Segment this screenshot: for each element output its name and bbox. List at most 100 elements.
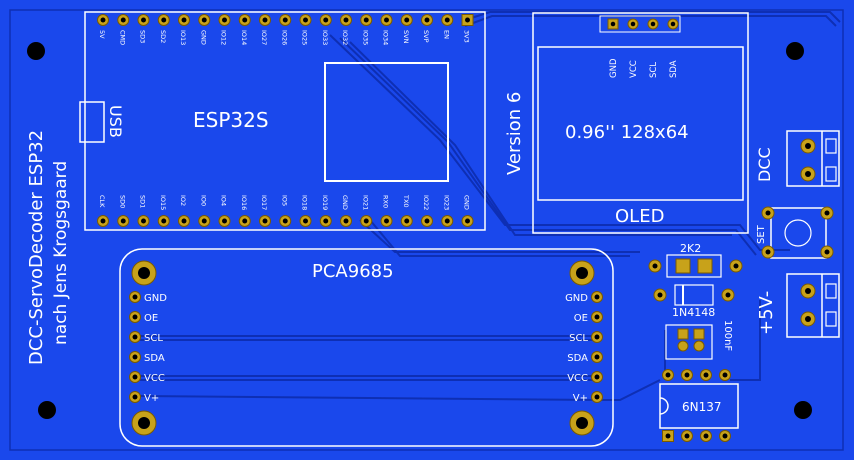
pca-pin-label: GND (144, 293, 167, 304)
esp32-pin-pad (218, 215, 231, 227)
esp32-pin-label: 3V3 (463, 30, 471, 43)
oled-size-label: 0.96'' 128x64 (565, 122, 689, 143)
esp32-pin-label: IO13 (179, 30, 187, 45)
esp32-pin-label: SVN (402, 30, 410, 44)
esp32-pin-pad (421, 14, 433, 26)
esp32-pin-pad (137, 215, 150, 227)
traces (139, 11, 841, 401)
esp32-pin-label: IO17 (260, 195, 268, 210)
oled-pin-pad (607, 18, 619, 30)
pca-pin-pad (591, 351, 603, 363)
pca9685-outline (119, 248, 614, 447)
set-label: SET (756, 224, 767, 244)
esp32-shield (324, 62, 449, 182)
esp32-pin-pad (97, 215, 109, 227)
pca-pin-pad (591, 291, 603, 303)
esp32-pin-label: SD3 (139, 30, 147, 43)
version-label: Version 6 (504, 92, 525, 175)
esp32-pin-label: IO18 (301, 195, 309, 210)
esp32-outline (84, 11, 486, 231)
oled-name: OLED (615, 206, 664, 227)
oled-pin-pad (667, 18, 679, 30)
esp32-pin-pad (238, 14, 251, 26)
esp32-pin-label: IO34 (382, 30, 390, 45)
resistor: 2K2 (648, 242, 743, 278)
esp32-pin-label: SVP (422, 30, 430, 43)
esp32-pin-pad (259, 14, 271, 26)
pca-pin-pad (129, 331, 141, 343)
esp32-pin-label: GND (463, 195, 471, 210)
esp32-pin-label: SD1 (139, 195, 147, 208)
oled-pin-label: GND (609, 58, 619, 78)
esp32-pin-pad (198, 14, 211, 26)
esp32-pin-pad (360, 14, 373, 26)
esp32-pin-label: CMD (118, 30, 126, 45)
esp32-pin-pad (380, 14, 393, 26)
esp32-pin-pad (340, 215, 352, 227)
opto-pin-pad (719, 430, 731, 442)
esp32-pin-label: IO12 (220, 30, 228, 45)
set-button[interactable]: SET (756, 206, 834, 259)
board-title-line2: nach Jens Krogsgaard (51, 161, 71, 345)
esp32-pin-pad (178, 14, 190, 26)
esp32-pin-pad (117, 215, 130, 227)
pca-pin-label: VCC (567, 373, 588, 384)
esp32-pin-pad (441, 215, 454, 227)
esp32-pin-pad (400, 215, 413, 227)
esp32-pin-pad (198, 215, 211, 227)
oled-pin-header (599, 15, 681, 33)
esp32-pin-pad (461, 215, 474, 227)
power-label: +5V- (756, 291, 777, 335)
pca-pin-label: V+ (573, 393, 588, 404)
esp32-pin-pad (178, 215, 190, 227)
esp32-pin-label: IO5 (280, 195, 288, 206)
esp32-pin-pad (259, 215, 271, 227)
opto-pin-pad (719, 369, 731, 381)
esp32-pin-pad (97, 14, 109, 26)
oled-pin-pad (647, 18, 659, 30)
esp32-pin-pad (157, 215, 170, 227)
esp32-name: ESP32S (193, 108, 269, 132)
oled-outline (532, 12, 749, 234)
esp32-pin-label: IO16 (240, 195, 248, 210)
board-outline (9, 9, 844, 451)
pca-pin-pad (129, 351, 141, 363)
esp32-pin-pad (319, 14, 332, 26)
esp32-pin-label: IO25 (301, 30, 309, 45)
usb-label: USB (106, 105, 125, 138)
opto-pin-pad (700, 430, 712, 442)
esp32-pin-pad (238, 215, 251, 227)
esp32-pin-label: IO19 (321, 195, 329, 210)
esp32-pin-label: IO22 (422, 195, 430, 210)
pca-pin-label: SDA (144, 353, 165, 364)
esp32-pin-label: IO2 (179, 195, 187, 206)
esp32-pin-label: IO26 (280, 30, 288, 45)
esp32-pin-label: TX0 (402, 194, 410, 208)
resistor-label: 2K2 (680, 242, 701, 255)
opto-pin-pad (662, 430, 674, 442)
mounting-hole (786, 42, 804, 60)
esp32-pin-pad (421, 215, 433, 227)
esp32-pin-label: IO33 (321, 30, 329, 45)
opto-pin-pad (681, 430, 693, 442)
optocoupler-label: 6N137 (682, 400, 722, 414)
pca-pin-pad (591, 311, 603, 323)
esp32-pin-pad (380, 215, 393, 227)
oled-pin-label: SCL (649, 62, 659, 78)
esp32-pin-pad (157, 14, 170, 26)
esp32-pin-label: IO27 (260, 30, 268, 45)
esp32-pin-pad (340, 14, 352, 26)
pca-pin-pad (129, 391, 141, 403)
pca-pin-label: OE (144, 313, 158, 324)
oled-pin-pad (627, 18, 639, 30)
pca-pin-label: SDA (567, 353, 588, 364)
esp32-pin-label: EN (442, 30, 450, 39)
pca-pin-pad (129, 291, 141, 303)
mounting-hole (27, 42, 45, 60)
